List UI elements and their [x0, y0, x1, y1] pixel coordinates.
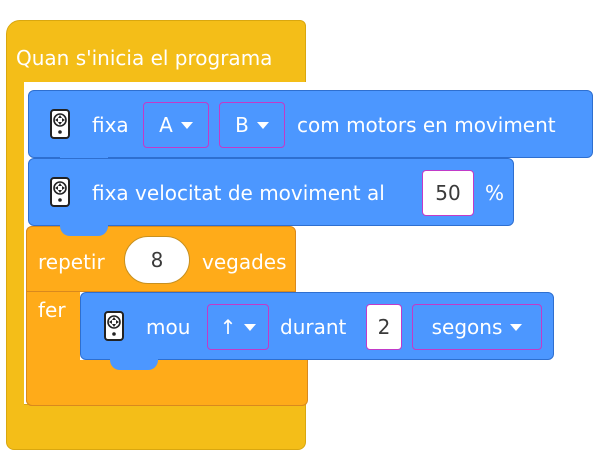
motor-a-value: A — [159, 113, 173, 137]
drivetrain-icon — [104, 311, 124, 341]
speed-input[interactable]: 50 — [422, 170, 474, 216]
direction-dropdown[interactable]: ↑ — [207, 304, 269, 350]
block-notch — [110, 358, 158, 370]
hat-title: Quan s'inicia el programa — [16, 46, 273, 70]
direction-value: ↑ — [219, 315, 237, 339]
motor-b-dropdown[interactable]: B — [219, 102, 285, 148]
motor-a-dropdown[interactable]: A — [143, 102, 209, 148]
caret-down-icon — [256, 121, 269, 129]
move-prefix: mou — [146, 315, 191, 339]
motor-b-value: B — [235, 113, 249, 137]
drivetrain-glyph — [53, 113, 67, 134]
time-unit-value: segons — [431, 315, 503, 339]
drivetrain-glyph — [107, 315, 121, 336]
time-unit-dropdown[interactable]: segons — [412, 304, 542, 350]
drivetrain-icon — [50, 109, 70, 139]
set-motors-suffix: com motors en moviment — [297, 113, 556, 137]
move-mid: durant — [280, 315, 347, 339]
drivetrain-glyph — [53, 181, 67, 202]
caret-down-icon — [244, 323, 257, 331]
block-notch — [60, 224, 108, 236]
speed-unit: % — [485, 181, 505, 205]
set-speed-prefix: fixa velocitat de moviment al — [92, 181, 385, 205]
repeat-suffix: vegades — [202, 250, 287, 274]
repeat-label: repetir — [38, 250, 105, 274]
duration-input[interactable]: 2 — [366, 304, 402, 350]
repeat-block-footer[interactable] — [26, 360, 308, 406]
set-motors-prefix: fixa — [92, 113, 129, 137]
repeat-do-label: fer — [38, 298, 66, 322]
drivetrain-icon — [50, 177, 70, 207]
set-motors-block[interactable] — [28, 90, 593, 158]
caret-down-icon — [180, 121, 193, 129]
repeat-count-input[interactable]: 8 — [124, 236, 190, 284]
caret-down-icon — [510, 323, 523, 331]
